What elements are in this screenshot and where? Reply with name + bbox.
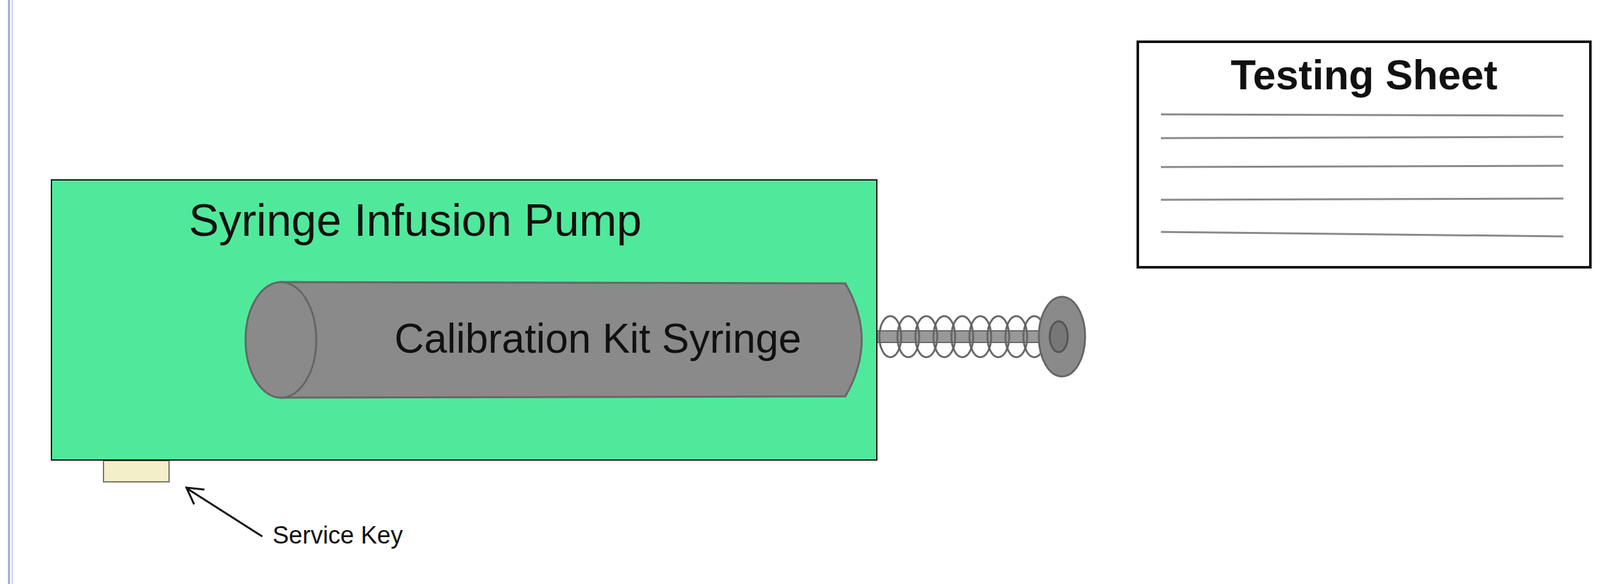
barrel-end bbox=[245, 282, 317, 398]
node-label: Syringe Infusion Pump bbox=[52, 194, 779, 247]
ruled-line bbox=[1160, 232, 1564, 237]
node-label: Testing Sheet bbox=[1139, 52, 1590, 100]
calibration-syringe: Calibration Kit Syringe bbox=[244, 280, 879, 400]
ruled-line bbox=[1160, 198, 1564, 200]
service-key bbox=[103, 460, 170, 483]
barrel-body bbox=[280, 282, 863, 398]
ruled-line bbox=[1160, 114, 1564, 116]
testing-sheet: Testing Sheet bbox=[1136, 40, 1592, 269]
plunger-disc bbox=[1038, 296, 1086, 377]
arrow-head bbox=[186, 487, 205, 505]
page-edge bbox=[8, 0, 11, 584]
leader-line bbox=[187, 489, 263, 537]
page-edge bbox=[11, 0, 13, 584]
pump-housing: Syringe Infusion PumpCalibration Kit Syr… bbox=[50, 179, 878, 461]
ruled-line bbox=[1160, 165, 1564, 168]
plunger-hub bbox=[1049, 321, 1068, 353]
node-label: Calibration Kit Syringe bbox=[334, 315, 862, 364]
part-label: Service Key bbox=[272, 521, 404, 551]
ruled-line bbox=[1160, 136, 1564, 139]
spring bbox=[879, 316, 1046, 358]
